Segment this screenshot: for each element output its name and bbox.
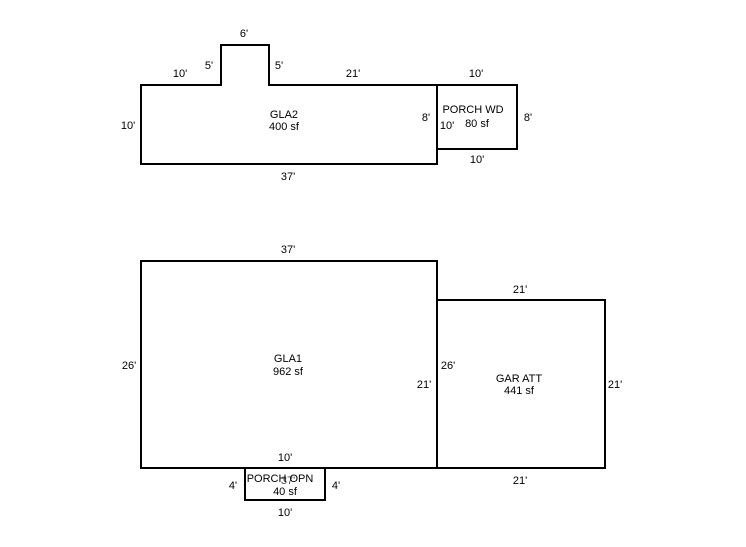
- dim-porch-opn-left: 4': [229, 480, 237, 492]
- porch-wd-outline: [436, 84, 518, 150]
- gla2-outline: [140, 44, 438, 165]
- porch-opn-name: PORCH OPN: [247, 473, 314, 485]
- porch-opn-overlap-label: 37': [281, 475, 295, 487]
- porch-opn-outline: [244, 467, 326, 501]
- dim-bump-top: 6': [240, 28, 248, 40]
- dim-bump-right: 5': [275, 60, 283, 72]
- gar-att-area: 441 sf: [504, 385, 535, 397]
- gla2-area: 400 sf: [269, 121, 300, 133]
- gla1-name: GLA1: [274, 353, 302, 365]
- gar-att-name: GAR ATT: [496, 373, 543, 385]
- dim-gla1-left: 26': [122, 360, 136, 372]
- dim-gla2-right-top: 21': [346, 68, 360, 80]
- gar-att-outline: [436, 299, 606, 469]
- dim-porch-wd-top: 10': [469, 68, 483, 80]
- dim-porch-wd-right: 8': [524, 112, 532, 124]
- dim-gar-att-left: 26': [441, 360, 455, 372]
- dim-gla1-right: 21': [417, 379, 431, 391]
- porch-wd-area: 80 sf: [465, 118, 490, 130]
- porch-wd-name: PORCH WD: [442, 104, 503, 116]
- gla2-name: GLA2: [270, 109, 298, 121]
- dim-porch-wd-left: 10': [440, 120, 454, 132]
- dim-gla2-bottom: 37': [281, 171, 295, 183]
- dim-gla2-right: 8': [422, 112, 430, 124]
- dim-gar-att-right: 21': [608, 379, 622, 391]
- dim-gla2-left-side: 10': [121, 120, 135, 132]
- dim-porch-opn-right: 4': [332, 480, 340, 492]
- porch-opn-area: 40 sf: [273, 486, 298, 498]
- dim-porch-wd-bottom: 10': [470, 154, 484, 166]
- gla1-area: 962 sf: [273, 366, 304, 378]
- dim-porch-opn-bottom: 10': [278, 507, 292, 519]
- dim-gar-att-top: 21': [513, 284, 527, 296]
- dim-gla2-left-top: 10': [173, 68, 187, 80]
- dim-bump-left: 5': [205, 60, 213, 72]
- dim-gar-att-bottom: 21': [513, 475, 527, 487]
- dim-porch-opn-top: 10': [278, 452, 292, 464]
- dim-gla1-top: 37': [281, 244, 295, 256]
